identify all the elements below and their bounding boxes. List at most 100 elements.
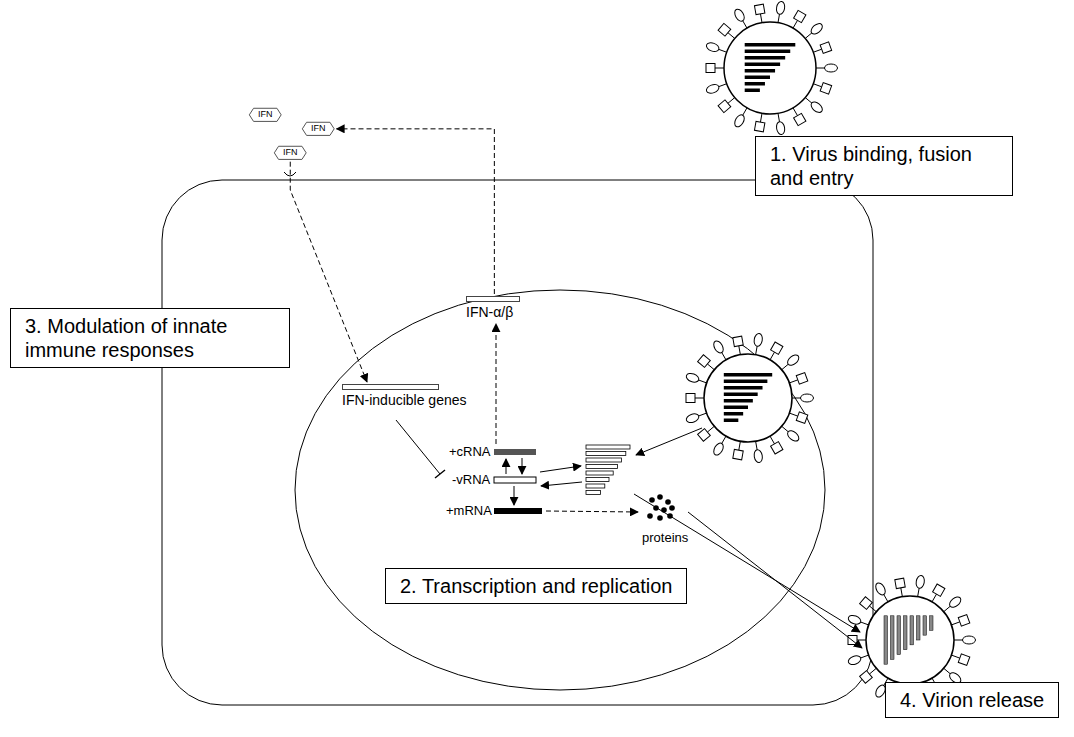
spike-stem — [722, 352, 727, 360]
na-spike — [847, 654, 862, 666]
na-spike — [776, 121, 786, 135]
protein-dot — [647, 513, 653, 519]
na-spike — [753, 333, 763, 347]
rnp-segment — [930, 616, 934, 631]
spike-stem — [951, 622, 959, 625]
rnp-segment — [724, 393, 758, 397]
spike-stem — [782, 364, 789, 370]
na-spike — [685, 372, 700, 384]
ha-spike — [686, 394, 695, 403]
gene-bar — [342, 384, 439, 390]
rnp-segment — [586, 491, 601, 495]
spike-stem — [743, 108, 748, 116]
spike-stem — [805, 33, 812, 39]
na-spike — [915, 575, 925, 589]
spike-stem — [695, 398, 704, 399]
entry-arrow — [636, 428, 702, 455]
ha-spike — [794, 113, 806, 125]
spike-stem — [860, 655, 868, 658]
ha-spike — [706, 64, 715, 73]
na-spike — [874, 581, 887, 596]
spike-stem — [813, 84, 821, 87]
spike-stem — [944, 668, 951, 674]
na-spike — [809, 100, 824, 114]
ha-spike — [860, 597, 873, 610]
na-spike — [948, 595, 963, 609]
spike-stem — [715, 68, 724, 69]
spike-stem — [760, 14, 762, 23]
spike-stem — [718, 49, 726, 52]
ha-spike — [958, 615, 970, 627]
rnp-segment — [724, 386, 763, 390]
replication-arrow — [522, 458, 523, 474]
rnp-segment — [917, 616, 921, 640]
node-text: 3. Modulation of innate immune responses — [25, 314, 275, 362]
spike-stem — [792, 398, 801, 399]
hexagon-outline — [249, 108, 281, 121]
rnp-segment — [745, 76, 770, 80]
ha-spike — [771, 442, 783, 454]
spike-stem — [918, 588, 920, 597]
spike-stem — [778, 14, 780, 23]
na-spike — [685, 412, 700, 424]
virion-envelope — [704, 354, 792, 442]
ha-spike — [733, 336, 743, 346]
hexagon-outline — [302, 122, 334, 135]
na-spike — [786, 353, 801, 367]
rnp-segment — [884, 616, 888, 664]
protein-dot — [665, 499, 671, 505]
step-box: 4. Virion release — [885, 682, 1059, 718]
na-spike — [825, 64, 838, 72]
spike-stem — [857, 640, 866, 641]
protein-dot — [669, 505, 675, 511]
spike-stem — [793, 108, 798, 116]
rnp-segment — [586, 478, 609, 482]
spike-stem — [739, 346, 741, 355]
rnp-segment — [745, 50, 791, 54]
ha-spike — [958, 654, 970, 666]
spike-stem — [743, 20, 748, 28]
na-spike — [733, 113, 746, 128]
spike-stem — [944, 606, 951, 612]
induction-arrow — [496, 324, 497, 444]
assembly-arrow — [688, 512, 862, 648]
na-spike — [712, 339, 725, 354]
virion-envelope — [724, 22, 816, 114]
gene-node: IFN-inducible genes — [342, 384, 467, 408]
spike-stem — [869, 606, 876, 612]
rnp-segment — [724, 406, 748, 410]
spike-stem — [756, 441, 758, 450]
nucleus — [295, 290, 825, 690]
ha-spike — [796, 373, 808, 385]
node-text: 2. Transcription and replication — [400, 574, 672, 598]
inhibition-line — [396, 420, 440, 474]
ha-spike — [860, 671, 873, 684]
spike-stem — [698, 380, 706, 383]
rna-label: +cRNA — [449, 444, 491, 459]
na-spike — [776, 1, 786, 15]
node-text: IFN-inducible genes — [342, 392, 467, 408]
replication-arrow — [506, 459, 507, 474]
na-spike — [963, 636, 976, 644]
translation-arrow — [546, 511, 638, 512]
virion — [705, 1, 837, 135]
gene-bar — [466, 296, 520, 302]
transcription-arrow — [514, 486, 515, 505]
spike-stem — [954, 640, 963, 641]
step-box: 1. Virus binding, fusion and entry — [755, 136, 1013, 196]
rnp-segment — [586, 471, 613, 475]
protein-dot — [657, 515, 663, 521]
ha-spike — [754, 121, 764, 131]
inhibition-bar — [435, 470, 445, 478]
rnp-segment — [745, 82, 765, 86]
rnp-segment — [586, 465, 617, 469]
spike-stem — [707, 364, 714, 370]
spike-stem — [789, 413, 797, 416]
ifn-hexagon: IFN — [249, 108, 282, 122]
ha-spike — [718, 100, 731, 113]
node-text: IFN-α/β — [466, 304, 513, 320]
ha-spike — [820, 42, 832, 54]
spike-stem — [860, 622, 868, 625]
spike-stem — [805, 98, 812, 104]
